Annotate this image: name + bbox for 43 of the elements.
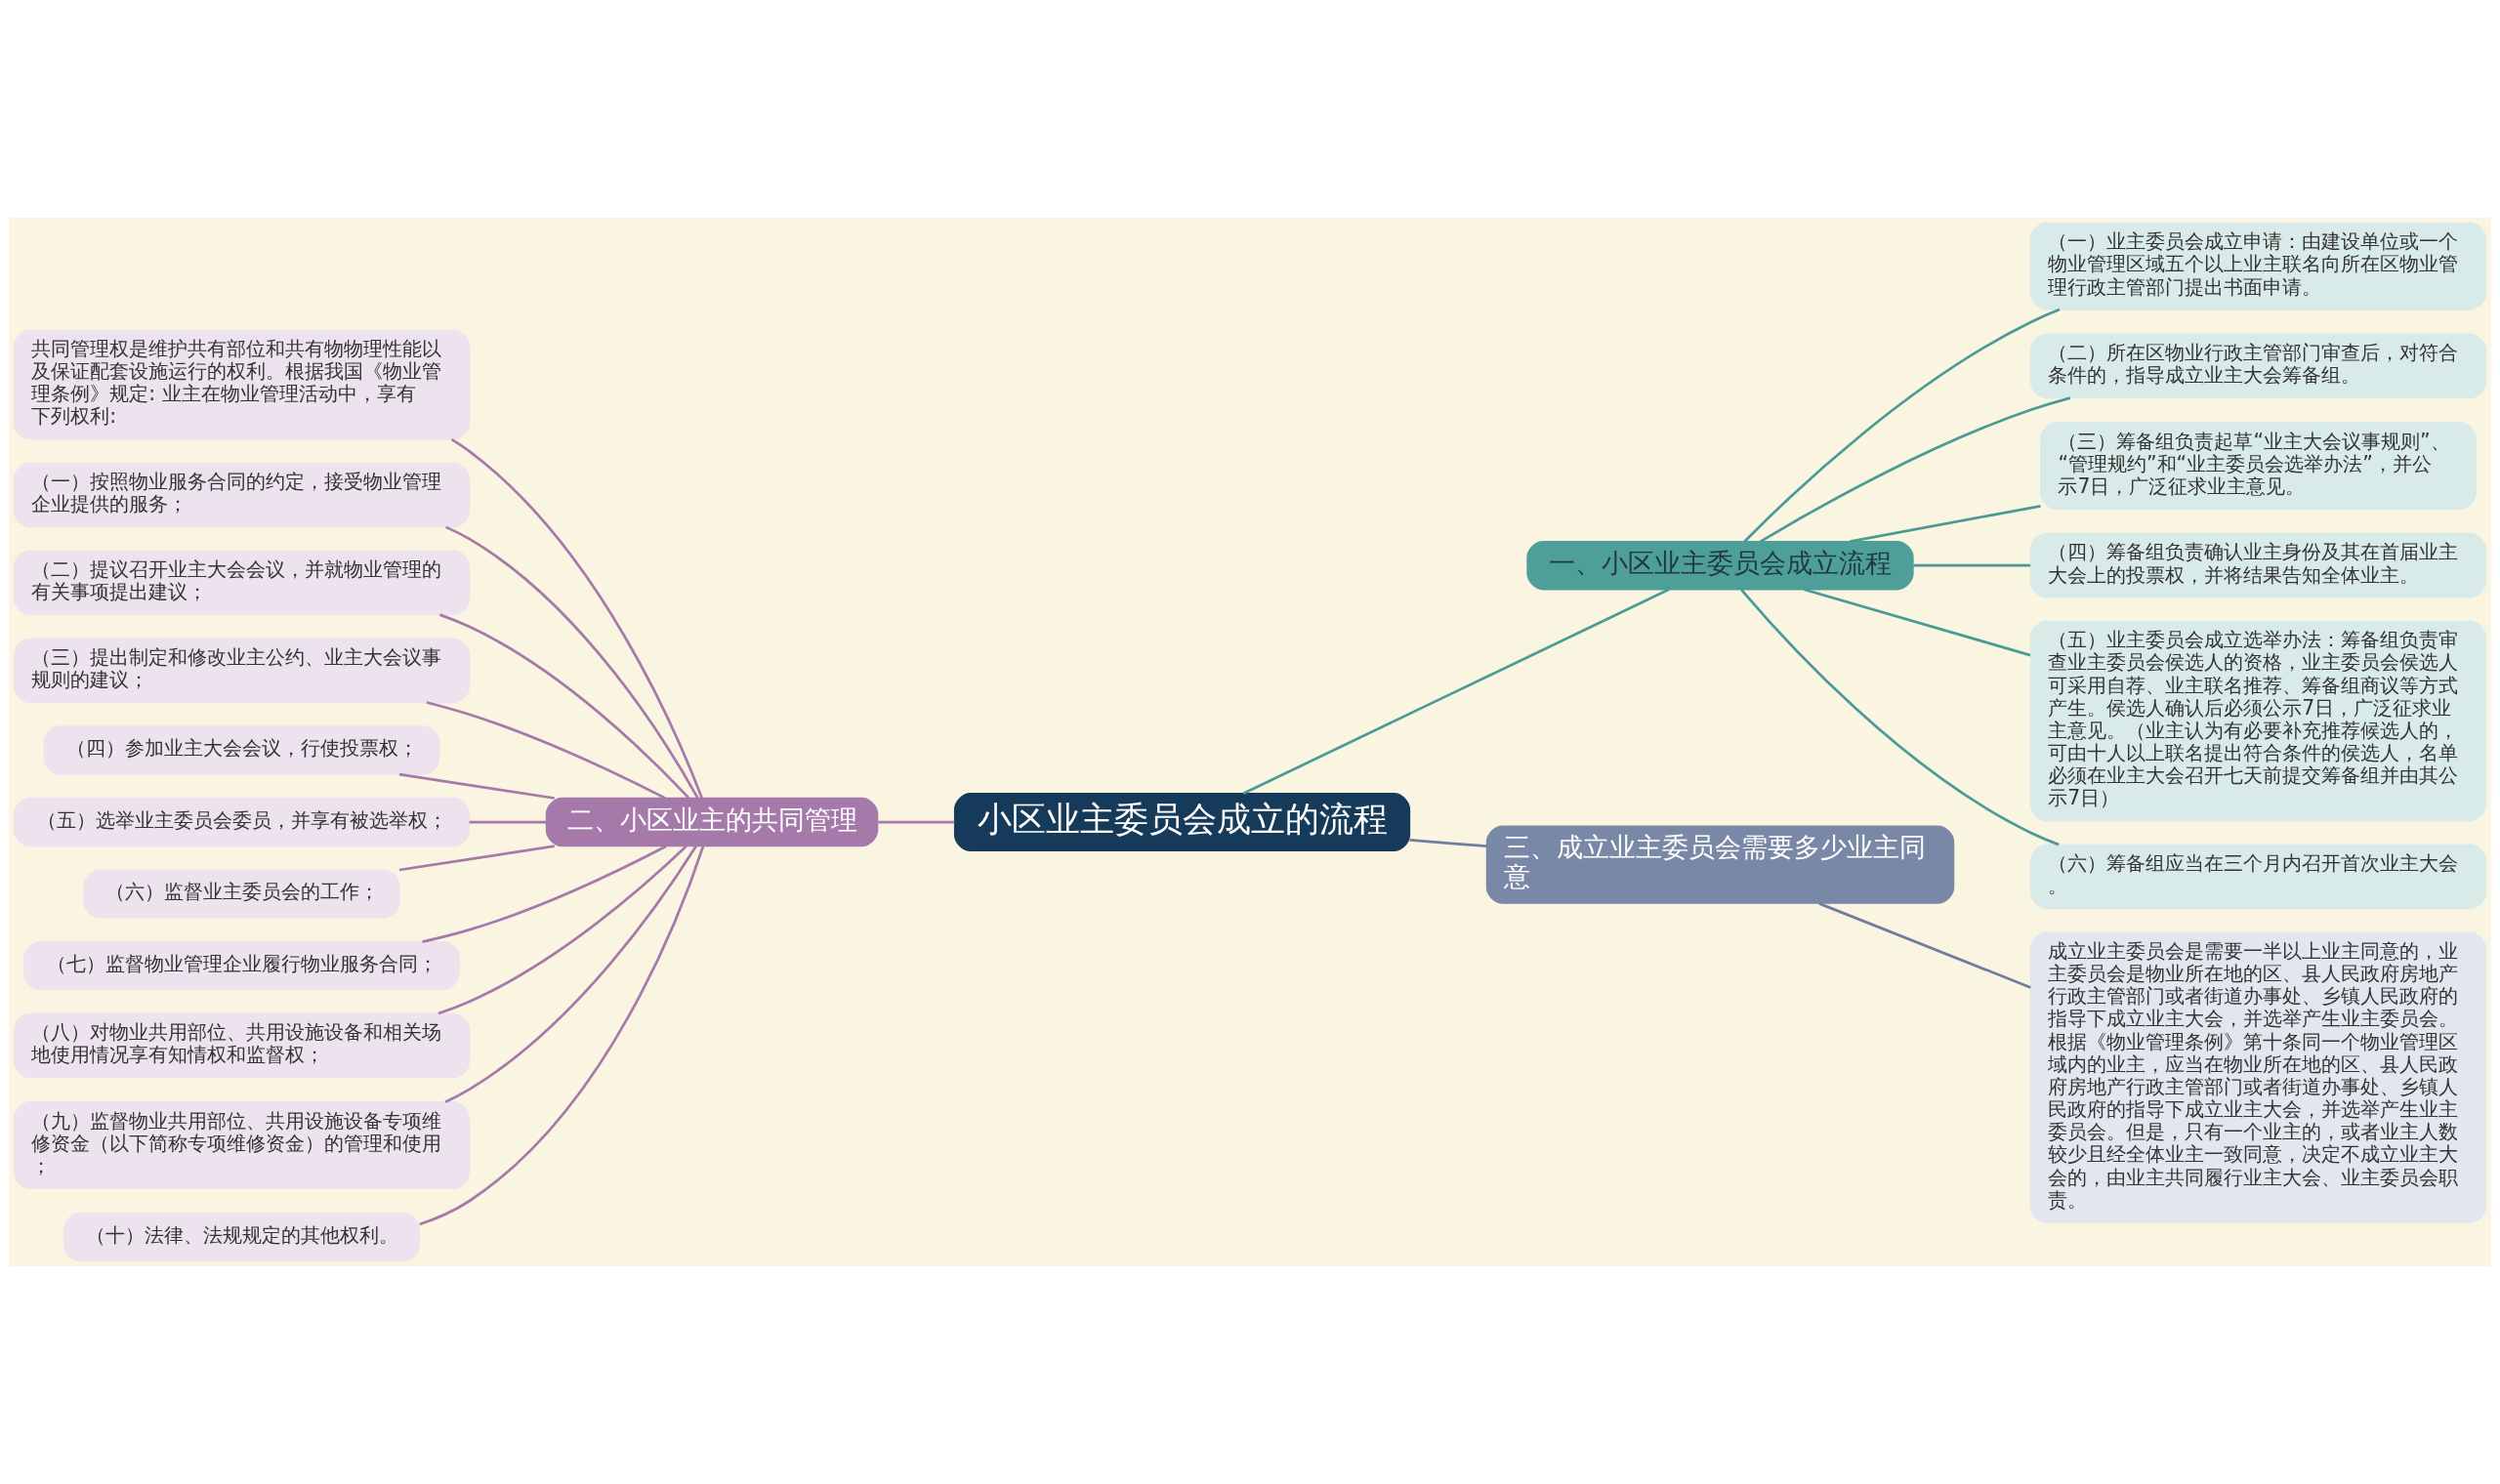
node-box: （三）提出制定和修改业主公约、业主大会议事规则的建议； — [13, 638, 471, 704]
connector — [878, 820, 955, 824]
node-box: （八）对物业共用部位、共用设施设备和相关场地使用情况享有知情权和监督权； — [13, 1012, 471, 1079]
connector — [444, 845, 698, 1103]
connector — [469, 820, 547, 824]
connector — [1850, 504, 2041, 543]
connector — [398, 772, 555, 800]
node-box: （一）业主委员会成立申请：由建设单位或一个物业管理区域五个以上业主联名向所在区物业管理行政主管部门提出书面申请。 — [2029, 222, 2487, 310]
node-box: （十）法律、法规规定的其他权利。 — [63, 1212, 421, 1262]
node-box: （二）提议召开业主大会会议，并就物业管理的有关事项提出建议； — [13, 550, 471, 616]
connector — [445, 525, 699, 800]
connector — [419, 845, 705, 1226]
node-box: （一）按照物业服务合同的约定，接受物业管理企业提供的服务； — [13, 462, 471, 528]
node-box: （六）筹备组应当在三个月内召开首次业主大会。 — [2029, 844, 2487, 910]
node-box: （四）筹备组负责确认业主身份及其在首届业主大会上的投票权，并将结果告知全体业主。 — [2029, 532, 2487, 598]
node-box: 小区业主委员会成立的流程 — [953, 793, 1411, 852]
connector — [1913, 563, 2031, 567]
node-box: 共同管理权是维护共有部位和共有物物理性能以及保证配套设施运行的权利。根据我国《物业管理条例》规定: 业主在物业管理活动中，享有下列权利: — [13, 329, 471, 440]
connector — [1743, 308, 2061, 543]
node-box: 一、小区业主委员会成立流程 — [1526, 541, 1914, 591]
node-box: （四）参加业主大会会议，行使投票权； — [43, 725, 440, 775]
connector — [1818, 902, 2031, 989]
node-box: （六）监督业主委员会的工作； — [83, 869, 400, 919]
connector — [1740, 589, 2060, 846]
node-box: （三）筹备组负责起草“业主大会议事规则”、“管理规约”和“业主委员会选举办法”，并公示7日，广泛征求业主意见。 — [2040, 422, 2477, 510]
node-box: （七）监督物业管理企业履行物业服务合同； — [23, 940, 460, 991]
node-box: （五）业主委员会成立选举办法：筹备组负责审查业主委员会侯选人的资格，业主委员会侯选人可采用自荐、业主联名推荐、筹备组商议等方式产生。侯选人确认后必须公示7日，广泛征求业主意见。（业主认为有必要补充推荐候选人的，可由十人以上联名提出符合条件的侯选人，名单必须在业主大会召开七天前提交筹备组并由其公示7日） — [2029, 620, 2487, 822]
node-box: 三、成立业主委员会需要多少业主同意 — [1485, 825, 1955, 904]
connector — [426, 701, 666, 800]
connector — [1803, 588, 2031, 657]
connector — [1760, 396, 2071, 543]
node-box: （五）选举业主委员会委员，并享有被选举权； — [13, 797, 471, 847]
node-box: 二、小区业主的共同管理 — [545, 797, 879, 847]
node-box: （九）监督物业共用部位、共用设施设备专项维修资金（以下简称专项维修资金）的管理和使用； — [13, 1101, 471, 1189]
node-box: （二）所在区物业行政主管部门审查后，对符合条件的，指导成立业主大会筹备组。 — [2029, 333, 2487, 399]
connector — [438, 845, 688, 1015]
node-box: 成立业主委员会是需要一半以上业主同意的，业主委员会是物业所在地的区、县人民政府房地产行政主管部门或者街道办事处、乡镇人民政府的指导下成立业主大会，并选举产生业主委员会。根据《物业管理条例》第十条同一个物业管理区域内的业主，应当在物业所在地的区、县人民政府房地产行政主管部门或者街道办事处、乡镇人民政府的指导下成立业主大会，并选举产生业主委员会。但是，只有一个业主的，或者业主人数较少且经全体业主一致同意，决定不成立业主大会的，由业主共同履行业主大会、业主委员会职责。 — [2029, 931, 2487, 1223]
connector — [1409, 839, 1487, 848]
connector — [1242, 588, 1670, 795]
connector — [438, 613, 690, 800]
connector — [398, 845, 555, 872]
connector — [450, 437, 703, 799]
connector — [422, 845, 667, 943]
